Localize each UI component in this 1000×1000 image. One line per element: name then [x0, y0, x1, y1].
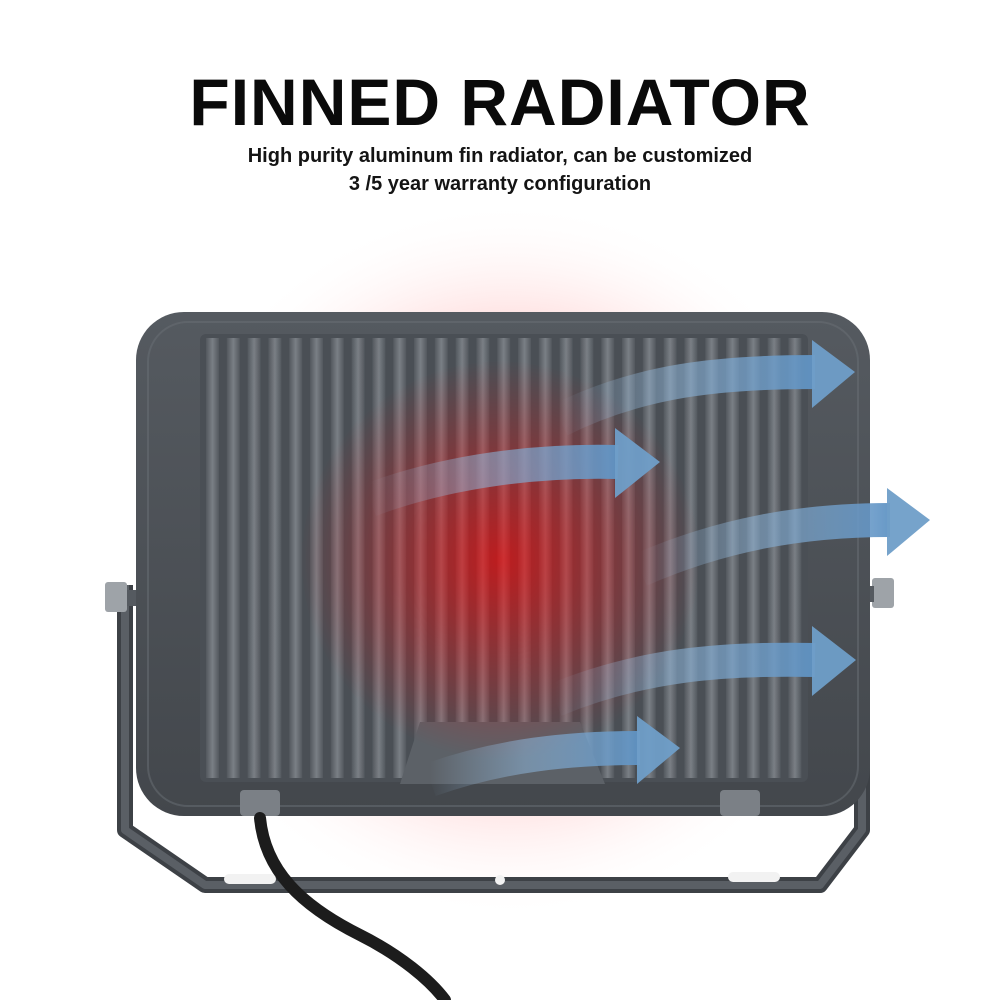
page-title: FINNED RADIATOR: [189, 65, 811, 139]
cable-gland: [240, 790, 280, 816]
vent-plug: [720, 790, 760, 816]
bracket-slot-right: [728, 872, 780, 882]
airflow-arrows: [364, 340, 930, 797]
bracket-hole: [495, 875, 505, 885]
bolt-right: [872, 578, 894, 608]
airflow-arrow-icon: [552, 340, 855, 436]
airflow-arrow-icon: [424, 716, 680, 797]
subtitle-line-2: 3 /5 year warranty configuration: [348, 173, 652, 195]
bracket-slot-left: [224, 874, 276, 884]
airflow-arrow-icon: [633, 488, 930, 586]
power-cable-icon: [254, 812, 451, 1000]
airflow-arrow-icon: [548, 626, 856, 716]
bolt-left: [105, 582, 127, 612]
airflow-arrow-icon: [364, 428, 660, 516]
subtitle-line-1: High purity aluminum fin radiator, can b…: [247, 145, 753, 167]
